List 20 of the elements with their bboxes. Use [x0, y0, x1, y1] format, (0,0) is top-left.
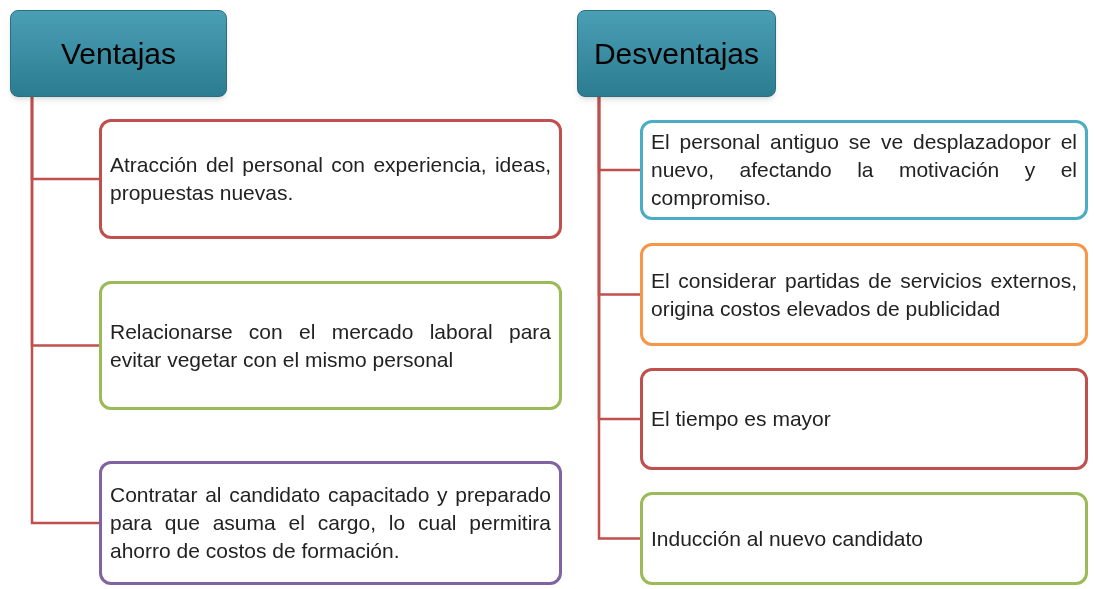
connector-line: [597, 97, 640, 540]
text-box: [640, 120, 1088, 220]
header-text: Ventajas: [60, 36, 177, 72]
box-text: Atracción del personal con experiencia, ideas, propuestas nuevas.: [110, 152, 551, 206]
text-box: [99, 281, 562, 410]
text-box: [640, 492, 1088, 585]
text-box: [99, 461, 562, 585]
box-text: El personal antiguo se ve desplazadopor el nuevo, afectando la motivación y el compromiso.: [651, 129, 1077, 211]
box-text: Contratar al candidato capacitado y preparado para que asuma el cargo, lo cual permitira ahorro de costos de formación.: [110, 482, 551, 564]
box-text: El considerar partidas de servicios externos, origina costos elevados de publicidad: [651, 267, 1077, 322]
box-text: El tiempo es mayor: [651, 406, 832, 432]
box-text: Relacionarse con el mercado laboral para evitar vegetar con el mismo personal: [110, 318, 551, 373]
text-box: [640, 368, 1088, 470]
box-text: Inducción al nuevo candidato: [651, 525, 925, 552]
connector-line: [30, 97, 99, 525]
text-box: [640, 243, 1088, 346]
text-box: [99, 119, 562, 239]
header-text: Desventajas: [593, 36, 760, 72]
header-box: [577, 10, 776, 97]
header-box: [10, 10, 227, 97]
